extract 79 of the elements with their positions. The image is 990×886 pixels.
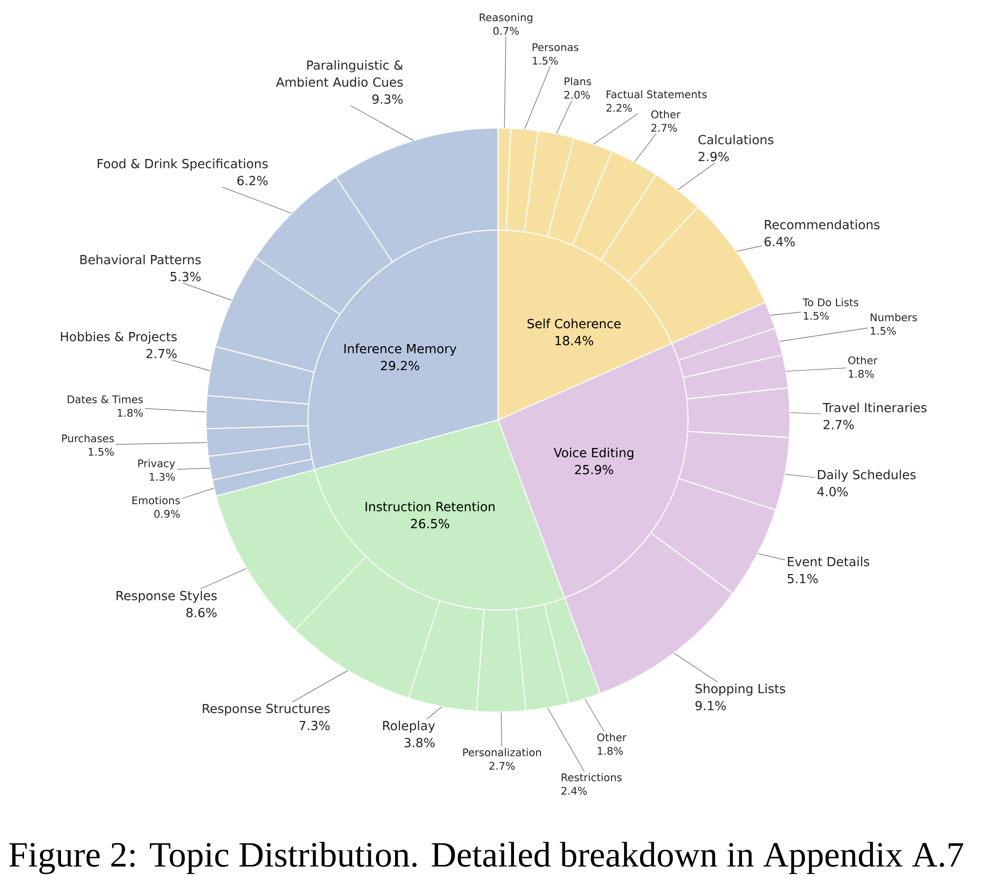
leader-line [144, 408, 206, 412]
ring-segment [686, 387, 790, 438]
segment-label: Paralinguistic & Ambient Audio Cues 9.3% [276, 60, 403, 104]
segment-label: Behavioral Patterns 5.3% [80, 254, 201, 282]
leader-line [172, 360, 210, 371]
ring-segment [335, 128, 498, 262]
ring-segment [206, 394, 310, 430]
leader-line [350, 105, 414, 141]
segment-label: Calculations 2.9% [698, 134, 774, 162]
leader-line [426, 706, 442, 720]
ring-segment [206, 346, 315, 405]
leader-line [593, 113, 638, 144]
ring-segment [516, 604, 570, 712]
leader-line [500, 712, 502, 747]
segment-label: Privacy 1.3% [138, 459, 175, 481]
leader-line [116, 442, 207, 445]
leader-line [674, 652, 718, 682]
ring-segment [208, 443, 313, 480]
ring-segment [678, 328, 784, 378]
segment-label: Other 2.7% [651, 110, 681, 132]
segment-label: To Do Lists 1.5% [802, 298, 858, 320]
figure-caption: Figure 2: Topic Distribution. Detailed breakdown in Appendix A.7 [9, 842, 964, 874]
segment-label: Shopping Lists 9.1% [696, 684, 786, 710]
segment-label: Purchases 1.5% [62, 434, 114, 456]
leader-line [790, 412, 822, 414]
leader-line [678, 162, 716, 190]
segment-label: Plans 2.0% [564, 77, 591, 99]
leader-line [779, 328, 868, 342]
ring-segment [408, 600, 484, 712]
ring-segment [682, 354, 789, 400]
segment-label: Other 1.8% [597, 733, 627, 755]
leader-line [182, 282, 232, 300]
segment-label: Food & Drink Specifications 6.2% [98, 158, 268, 186]
ring-segment [524, 130, 575, 238]
ring-segment [678, 430, 790, 511]
ring-segment [600, 174, 698, 282]
leader-line [770, 312, 802, 316]
segment-label: Reasoning 0.7% [480, 13, 532, 35]
leader-line [784, 474, 816, 478]
segment-label: Hobbies & Projects 2.7% [60, 332, 177, 358]
leader-line [292, 670, 348, 702]
segment-label: Dates & Times 1.8% [68, 395, 143, 417]
ring-segment [216, 469, 366, 630]
segment-label: Other 1.8% [848, 356, 878, 378]
segment-label: Personalization 2.7% [463, 748, 541, 770]
ring-segment [547, 138, 613, 246]
leader-line [584, 698, 604, 732]
segment-label: Emotions 0.9% [132, 496, 180, 518]
leader-line [547, 708, 585, 772]
segment-label: Roleplay 3.8% [383, 720, 435, 748]
leader-line [176, 468, 210, 470]
ring-segment [212, 458, 316, 497]
pie-slice: Self Coherence 18.4% [498, 230, 672, 420]
leader-line [222, 186, 292, 214]
leader-line [758, 553, 786, 560]
segment-label: Recommendations 6.4% [764, 220, 880, 246]
ring-segment [671, 302, 776, 361]
ring-segment [650, 478, 776, 594]
segment-label: Response Styles 8.6% [116, 590, 217, 618]
leader-line [736, 246, 762, 252]
ring-segment [544, 597, 601, 704]
ring-segment [572, 150, 657, 261]
leader-line [634, 133, 656, 162]
leader-line [182, 488, 214, 499]
leader-line [786, 368, 846, 372]
segment-label: Event Details 5.1% [788, 556, 870, 584]
segment-label: Daily Schedules 4.0% [817, 470, 916, 496]
ring-segment [206, 425, 310, 457]
leader-line [200, 568, 247, 590]
ring-segment [628, 206, 766, 344]
ring-segment [476, 608, 526, 712]
segment-label: Personas 1.5% [532, 43, 578, 65]
leader-line [504, 36, 506, 128]
segment-label: Numbers 1.5% [870, 313, 917, 335]
segment-label: Restrictions 2.4% [561, 773, 622, 795]
segment-label: Travel Itineraries 2.7% [822, 402, 926, 430]
segment-label: Response Structures 7.3% [202, 704, 330, 730]
leader-line [524, 66, 551, 130]
leader-line [556, 100, 572, 134]
